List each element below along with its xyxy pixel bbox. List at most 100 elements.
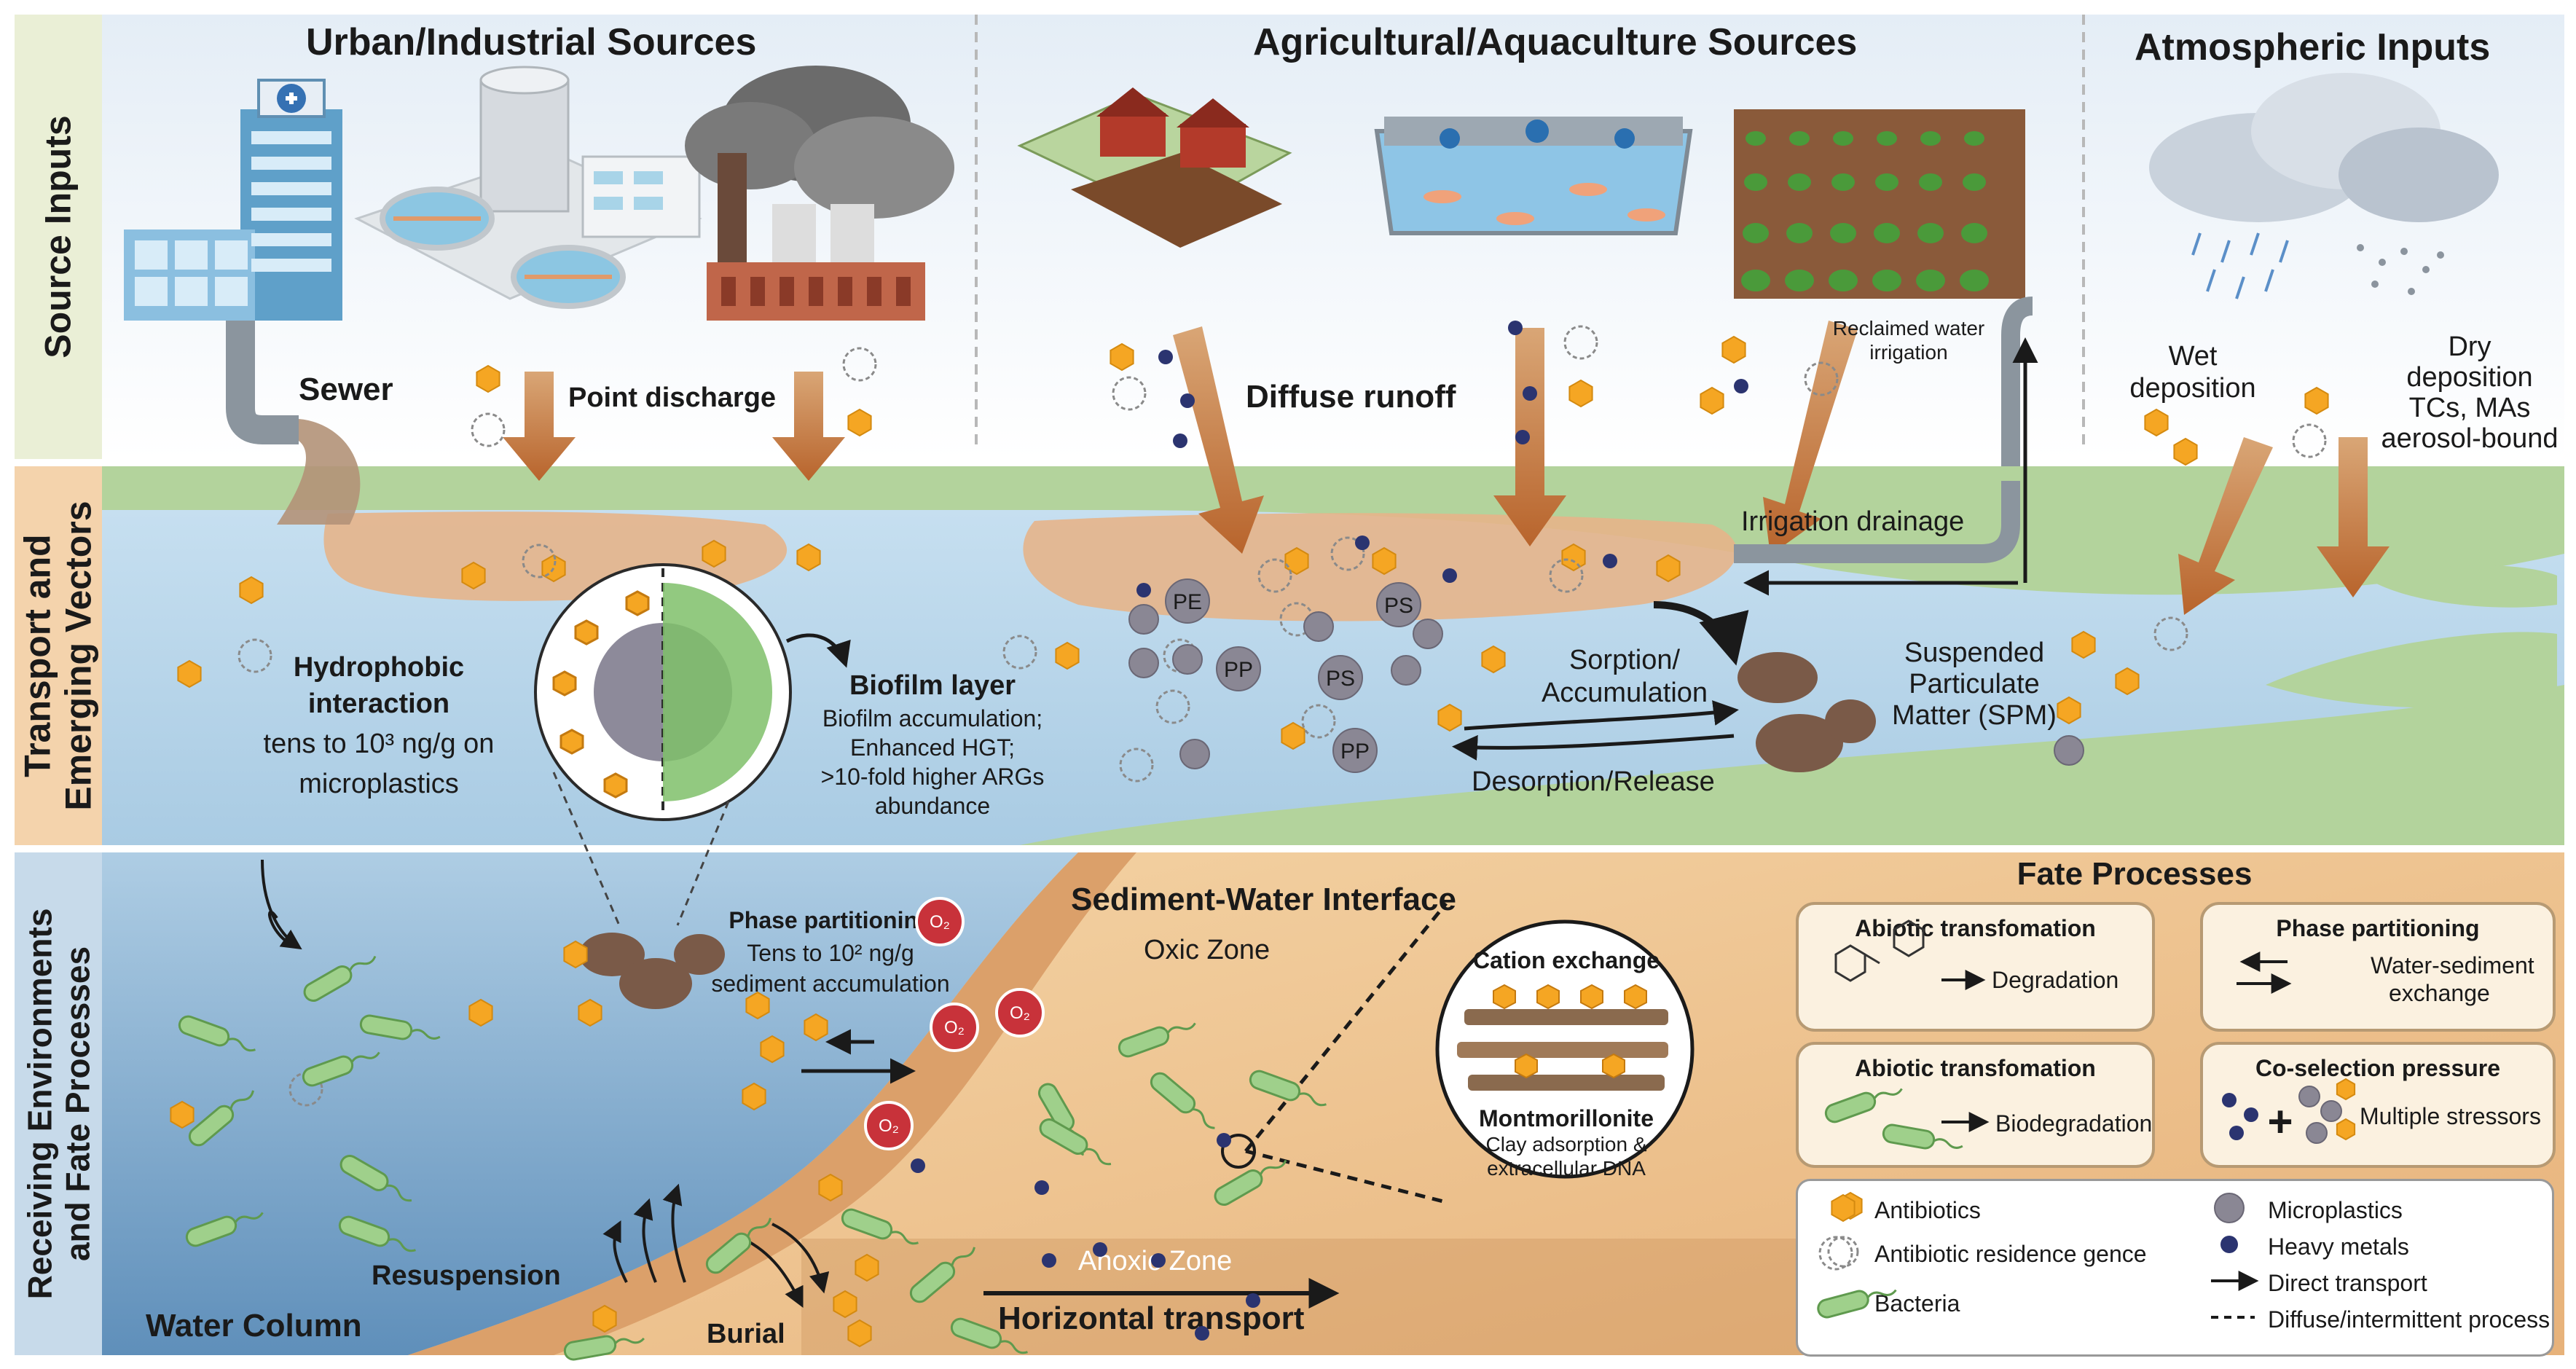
heavy-metal-icon bbox=[2220, 1236, 2238, 1253]
arg-icon bbox=[1549, 558, 1584, 593]
label-biofilm-3: >10-fold higher ARGs bbox=[820, 764, 1045, 790]
antibiotic-icon bbox=[855, 1253, 879, 1282]
fate-box2-text-2: exchange bbox=[2389, 980, 2490, 1006]
microplastic-icon bbox=[2320, 1100, 2342, 1122]
microplastic-label: PE bbox=[1173, 590, 1202, 614]
antibiotic-icon bbox=[1700, 386, 1724, 415]
irrigation-pipe bbox=[1734, 481, 2020, 563]
microplastic-icon bbox=[1216, 646, 1261, 691]
bacteria-icon bbox=[1214, 1159, 1287, 1206]
legend-box: Antibiotics Antibiotic residence gence B… bbox=[1796, 1179, 2554, 1357]
heavy-metal-icon bbox=[2229, 1126, 2244, 1140]
bacteria-icon bbox=[338, 1215, 416, 1252]
heavy-metal-icon bbox=[1523, 386, 1537, 401]
antibiotic-icon bbox=[2057, 696, 2081, 725]
microplastic-icon bbox=[1128, 648, 1159, 678]
antibiotic-icon bbox=[468, 998, 493, 1027]
river-island bbox=[2375, 565, 2557, 608]
arg-icon bbox=[471, 412, 506, 447]
label-clay-1: Clay adsorption & bbox=[1485, 1133, 1647, 1156]
antibiotic-icon bbox=[847, 408, 872, 437]
label-sewer: Sewer bbox=[299, 372, 393, 407]
label-phase-title: Phase partitioning bbox=[729, 907, 932, 933]
oxygen-bubble-icon bbox=[915, 897, 965, 946]
plus-icon: + bbox=[2267, 1097, 2293, 1146]
antibiotic-icon bbox=[1481, 645, 1506, 674]
antibiotic-icon bbox=[742, 1082, 766, 1111]
label-swi: Sediment-Water Interface bbox=[1071, 882, 1456, 917]
fate-box3-text: Biodegradation bbox=[1995, 1110, 2153, 1137]
arg-icon bbox=[237, 638, 272, 673]
oxygen-bubble-icon bbox=[864, 1101, 914, 1150]
heavy-metal-icon bbox=[1603, 554, 1617, 568]
bacteria-icon bbox=[302, 1051, 380, 1087]
bacteria-icon bbox=[339, 1155, 412, 1202]
antibiotic-icon bbox=[1281, 721, 1305, 750]
treatment-plant-icon bbox=[354, 66, 702, 309]
label-oxic: Oxic Zone bbox=[1144, 935, 1271, 965]
bacteria-icon bbox=[1249, 1070, 1327, 1107]
heavy-metal-icon bbox=[1195, 1326, 1209, 1341]
sewer-pipe-icon bbox=[226, 321, 361, 525]
microplastic-icon bbox=[1376, 582, 1421, 627]
label-dry-1: Dry bbox=[2448, 332, 2491, 362]
bacteria-icon bbox=[359, 1014, 441, 1040]
label-hydrophobic-4: microplastics bbox=[299, 769, 459, 799]
label-wet-2: deposition bbox=[2129, 373, 2256, 404]
microplastic-icon bbox=[1128, 604, 1159, 635]
microplastic-icon bbox=[1332, 728, 1378, 773]
legend-antibiotics: Antibiotics bbox=[1874, 1197, 1981, 1223]
microplastic-icon bbox=[2298, 1086, 2320, 1107]
antibiotic-icon bbox=[760, 1035, 785, 1064]
label-hydrophobic-3: tens to 10³ ng/g on bbox=[263, 729, 495, 759]
bacteria-icon bbox=[950, 1317, 1028, 1354]
arg-icon bbox=[1827, 1236, 1859, 1268]
antibiotic-icon bbox=[1284, 546, 1309, 576]
antibiotic-icon bbox=[1437, 703, 1462, 732]
antibiotic-icon bbox=[476, 364, 500, 393]
bacteria-icon bbox=[909, 1247, 975, 1303]
microplastic-icon bbox=[2306, 1122, 2328, 1144]
arg-icon bbox=[2292, 423, 2327, 458]
label-hydrophobic-1: Hydrophobic bbox=[293, 652, 465, 683]
antibiotic-icon bbox=[239, 576, 264, 605]
bacteria-icon bbox=[1882, 1123, 1963, 1150]
header-atmos: Atmospheric Inputs bbox=[2135, 26, 2491, 68]
label-cation: Cation exchange bbox=[1472, 947, 1660, 973]
antibiotic-icon bbox=[833, 1290, 857, 1319]
antibiotic-icon bbox=[592, 1304, 617, 1333]
side-label-transport-bg bbox=[15, 466, 102, 845]
heavy-metal-icon bbox=[1734, 379, 1748, 393]
antibiotic-icon bbox=[1656, 554, 1681, 583]
microplastic-icon bbox=[1165, 578, 1210, 624]
bacteria-icon bbox=[705, 1217, 771, 1274]
label-resuspension: Resuspension bbox=[372, 1260, 561, 1291]
fate-box4-text: Multiple stressors bbox=[2360, 1103, 2541, 1129]
bacteria-icon bbox=[1817, 1289, 1897, 1319]
antibiotic-icon bbox=[2071, 630, 2096, 659]
antibiotic-icon bbox=[1372, 546, 1397, 576]
heavy-metal-icon bbox=[1034, 1180, 1049, 1195]
farm-icon bbox=[1017, 87, 1292, 248]
label-spm-1: Suspended bbox=[1904, 638, 2045, 668]
factory-icon bbox=[685, 66, 954, 321]
antibiotic-icon bbox=[796, 543, 821, 572]
bacteria-icon bbox=[1150, 1072, 1215, 1129]
arg-icon bbox=[1119, 748, 1154, 782]
fate-box3-title: Abiotic transfomation bbox=[1855, 1055, 2096, 1081]
heavy-metal-icon bbox=[2222, 1093, 2237, 1107]
arg-icon bbox=[1563, 325, 1598, 360]
bacteria-icon bbox=[1039, 1118, 1112, 1166]
legend-diffuse: Diffuse/intermittent process bbox=[2268, 1306, 2551, 1333]
label-sorption-2: Accumulation bbox=[1541, 678, 1708, 708]
microplastic-icon bbox=[1413, 619, 1443, 649]
antibiotic-icon bbox=[818, 1173, 843, 1202]
label-hydrophobic-2: interaction bbox=[307, 689, 450, 719]
microplastic-icon bbox=[1303, 611, 1334, 642]
heavy-metal-icon bbox=[1515, 430, 1530, 444]
oxygen-label: O₂ bbox=[879, 1116, 899, 1136]
heavy-metal-icon bbox=[1042, 1253, 1056, 1268]
label-dry-2: deposition bbox=[2406, 362, 2533, 393]
